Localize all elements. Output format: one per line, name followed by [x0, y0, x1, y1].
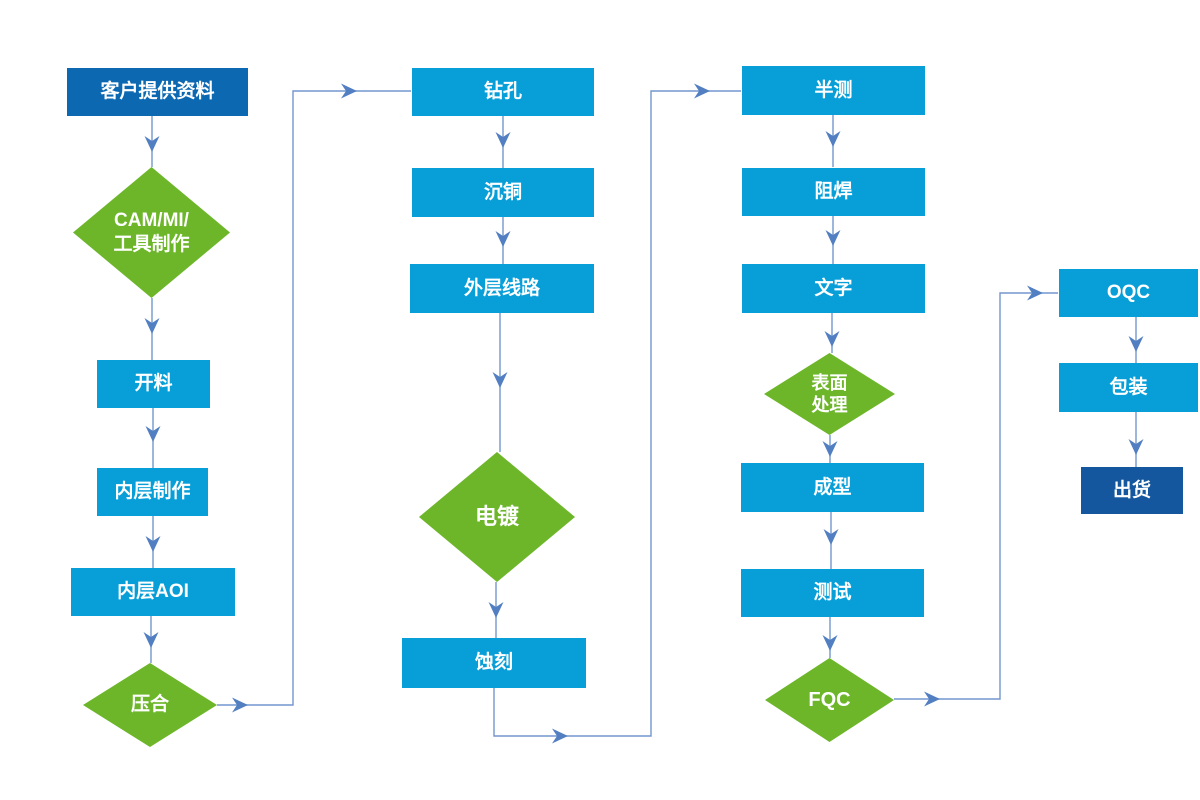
edge-cutting-to-inner-layer-fab — [145, 408, 161, 468]
edge-cam-to-cutting — [144, 298, 160, 360]
node-label: 客户提供资料 — [100, 81, 215, 103]
node-label: 表面 处理 — [811, 372, 848, 416]
node-label: 开料 — [134, 373, 173, 395]
node-label: 测试 — [813, 582, 852, 604]
node-solder-mask: 阻焊 — [742, 168, 925, 216]
edge-silkscreen-to-surface-finish — [824, 313, 840, 353]
node-packaging: 包装 — [1059, 363, 1198, 412]
node-label: FQC — [808, 688, 851, 711]
node-shipping: 出货 — [1081, 467, 1183, 514]
node-copper-deposition: 沉铜 — [412, 168, 594, 217]
node-testing: 测试 — [741, 569, 924, 617]
node-label: 蚀刻 — [474, 652, 513, 674]
node-label: 沉铜 — [483, 181, 522, 203]
node-label: 半测 — [814, 79, 853, 101]
edge-outer-layer-circuit-to-plating — [492, 313, 508, 452]
edge-plating-to-etching — [488, 582, 504, 638]
edge-half-test-to-solder-mask — [825, 115, 841, 167]
node-label: 外层线路 — [463, 277, 540, 299]
node-label: 钻孔 — [483, 81, 522, 103]
edge-fqc-to-oqc — [894, 285, 1058, 707]
edge-packaging-to-shipping — [1128, 412, 1144, 467]
node-label: 压合 — [130, 694, 169, 716]
node-silkscreen: 文字 — [742, 264, 925, 313]
edge-testing-to-fqc — [822, 617, 838, 658]
edge-surface-finish-to-forming — [822, 435, 838, 463]
edge-drilling-to-copper-deposition — [495, 116, 511, 168]
edge-forming-to-testing — [823, 512, 839, 569]
node-label: 电镀 — [474, 504, 519, 530]
node-label: CAM/MI/ 工具制作 — [113, 209, 190, 255]
node-label: 包装 — [1109, 376, 1148, 398]
node-label: 出货 — [1112, 479, 1151, 501]
edge-inner-layer-fab-to-inner-layer-aoi — [145, 516, 161, 568]
node-inner-layer-aoi: 内层AOI — [71, 568, 235, 616]
node-label: 内层制作 — [114, 481, 191, 503]
edge-etching-to-half-test — [493, 83, 741, 744]
node-label: OQC — [1106, 282, 1151, 304]
edge-copper-deposition-to-outer-layer-circuit — [495, 217, 511, 264]
edge-oqc-to-packaging — [1128, 317, 1144, 363]
node-forming: 成型 — [741, 463, 924, 512]
node-label: 文字 — [814, 277, 853, 299]
node-customer-data: 客户提供资料 — [67, 68, 248, 116]
node-cutting: 开料 — [97, 360, 210, 408]
edge-solder-mask-to-silkscreen — [825, 216, 841, 264]
node-outer-layer-circuit: 外层线路 — [410, 264, 594, 313]
edge-lamination-to-drilling — [217, 83, 411, 713]
node-label: 阻焊 — [814, 181, 853, 203]
node-label: 内层AOI — [117, 581, 189, 603]
edge-inner-layer-aoi-to-lamination — [143, 616, 159, 663]
node-etching: 蚀刻 — [402, 638, 586, 688]
node-inner-layer-fab: 内层制作 — [97, 468, 208, 516]
edge-customer-data-to-cam — [144, 116, 160, 167]
node-label: 成型 — [813, 476, 852, 498]
node-oqc: OQC — [1059, 269, 1198, 317]
node-drilling: 钻孔 — [412, 68, 594, 116]
node-half-test: 半测 — [742, 66, 925, 115]
